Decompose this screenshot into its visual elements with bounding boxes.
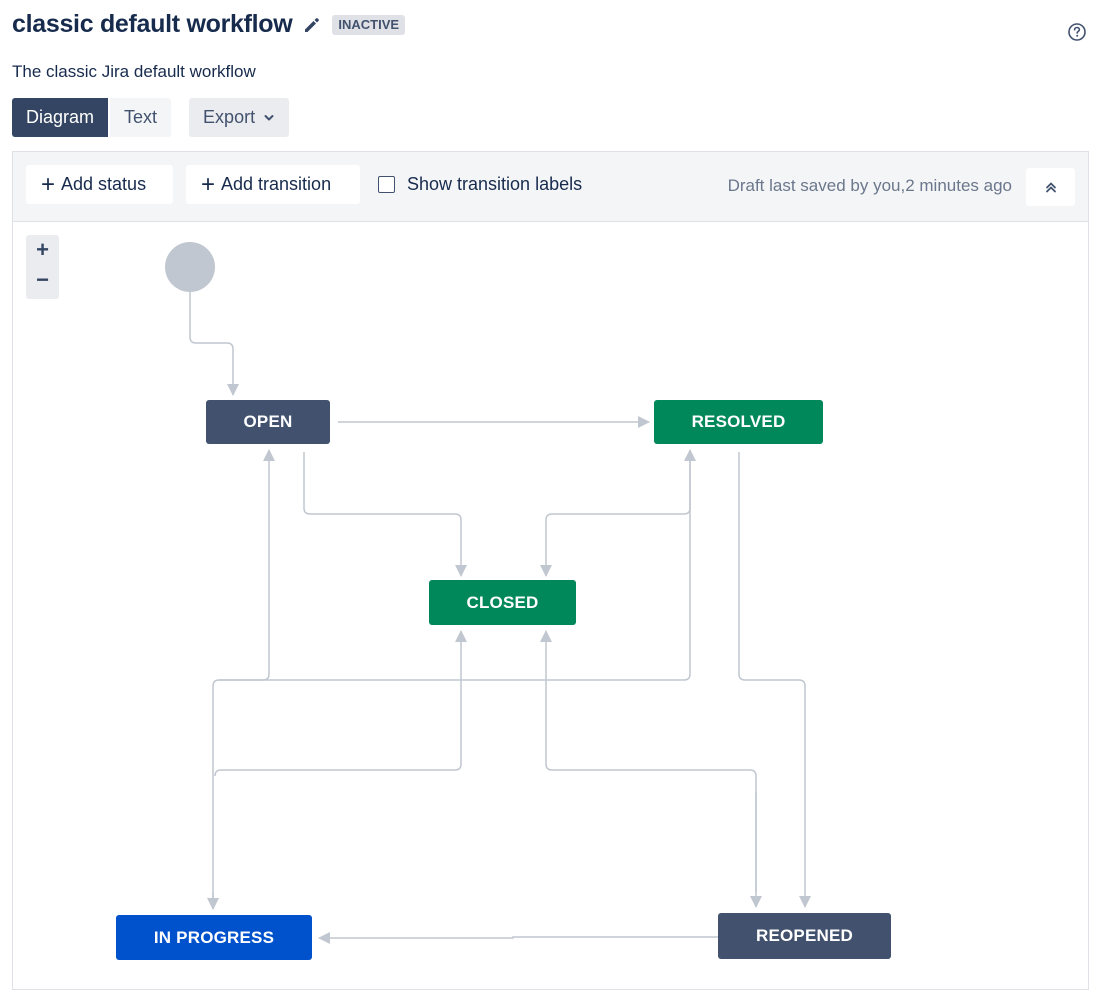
show-labels-checkbox[interactable]	[378, 176, 395, 193]
workflow-designer: + Add status + Add transition Show trans…	[12, 151, 1089, 990]
add-transition-label: Add transition	[221, 174, 332, 194]
tab-text[interactable]: Text	[110, 98, 172, 137]
transition-reopened-closed[interactable]	[540, 630, 757, 892]
show-transition-labels[interactable]: Show transition labels	[378, 174, 582, 195]
start-node[interactable]	[165, 242, 215, 292]
zoom-in-button[interactable]: +	[36, 237, 49, 262]
designer-toolbar: + Add status + Add transition Show trans…	[13, 152, 1088, 222]
help-icon[interactable]	[1067, 22, 1087, 42]
transition-resolved-reopened[interactable]	[738, 452, 811, 908]
transition-inprogress-closed[interactable]	[214, 630, 467, 777]
view-tabs: Diagram Text Export	[12, 98, 290, 137]
status-reopened[interactable]: REOPENED	[718, 913, 891, 959]
page-title: classic default workflow	[12, 10, 293, 38]
status-closed[interactable]: CLOSED	[429, 580, 576, 625]
transition-reopened-inprogress[interactable]	[318, 932, 718, 944]
tab-diagram[interactable]: Diagram	[12, 98, 109, 137]
status-resolved[interactable]: RESOLVED	[654, 400, 823, 444]
transition-start-open[interactable]	[189, 292, 239, 396]
draft-status: Draft last saved by you,2 minutes ago	[727, 176, 1012, 195]
transition-inprogress-resolved[interactable]	[219, 449, 696, 681]
add-status-label: Add status	[61, 174, 147, 194]
double-chevron-up-icon	[1045, 182, 1056, 193]
transition-open-closed[interactable]	[303, 452, 467, 577]
status-open[interactable]: OPEN	[206, 400, 330, 444]
add-transition-button[interactable]: + Add transition	[186, 165, 360, 204]
export-button[interactable]: Export	[189, 98, 290, 137]
export-label: Export	[203, 107, 256, 127]
transition-lines	[189, 292, 811, 944]
status-in-progress[interactable]: IN PROGRESS	[116, 915, 312, 960]
transition-resolved-closed[interactable]	[540, 452, 691, 577]
workflow-description: The classic Jira default workflow	[12, 62, 256, 81]
zoom-out-button[interactable]: −	[36, 267, 49, 292]
show-labels-text: Show transition labels	[407, 174, 583, 194]
add-status-button[interactable]: + Add status	[26, 165, 173, 204]
zoom-controls: + −	[26, 235, 59, 299]
title-row: classic default workflow INACTIVE	[12, 10, 406, 39]
plus-icon: +	[201, 170, 216, 198]
plus-icon: +	[41, 170, 56, 198]
collapse-button[interactable]	[1026, 168, 1075, 206]
pencil-icon[interactable]	[302, 15, 322, 35]
status-badge: INACTIVE	[332, 14, 406, 35]
chevron-down-icon	[264, 114, 274, 120]
